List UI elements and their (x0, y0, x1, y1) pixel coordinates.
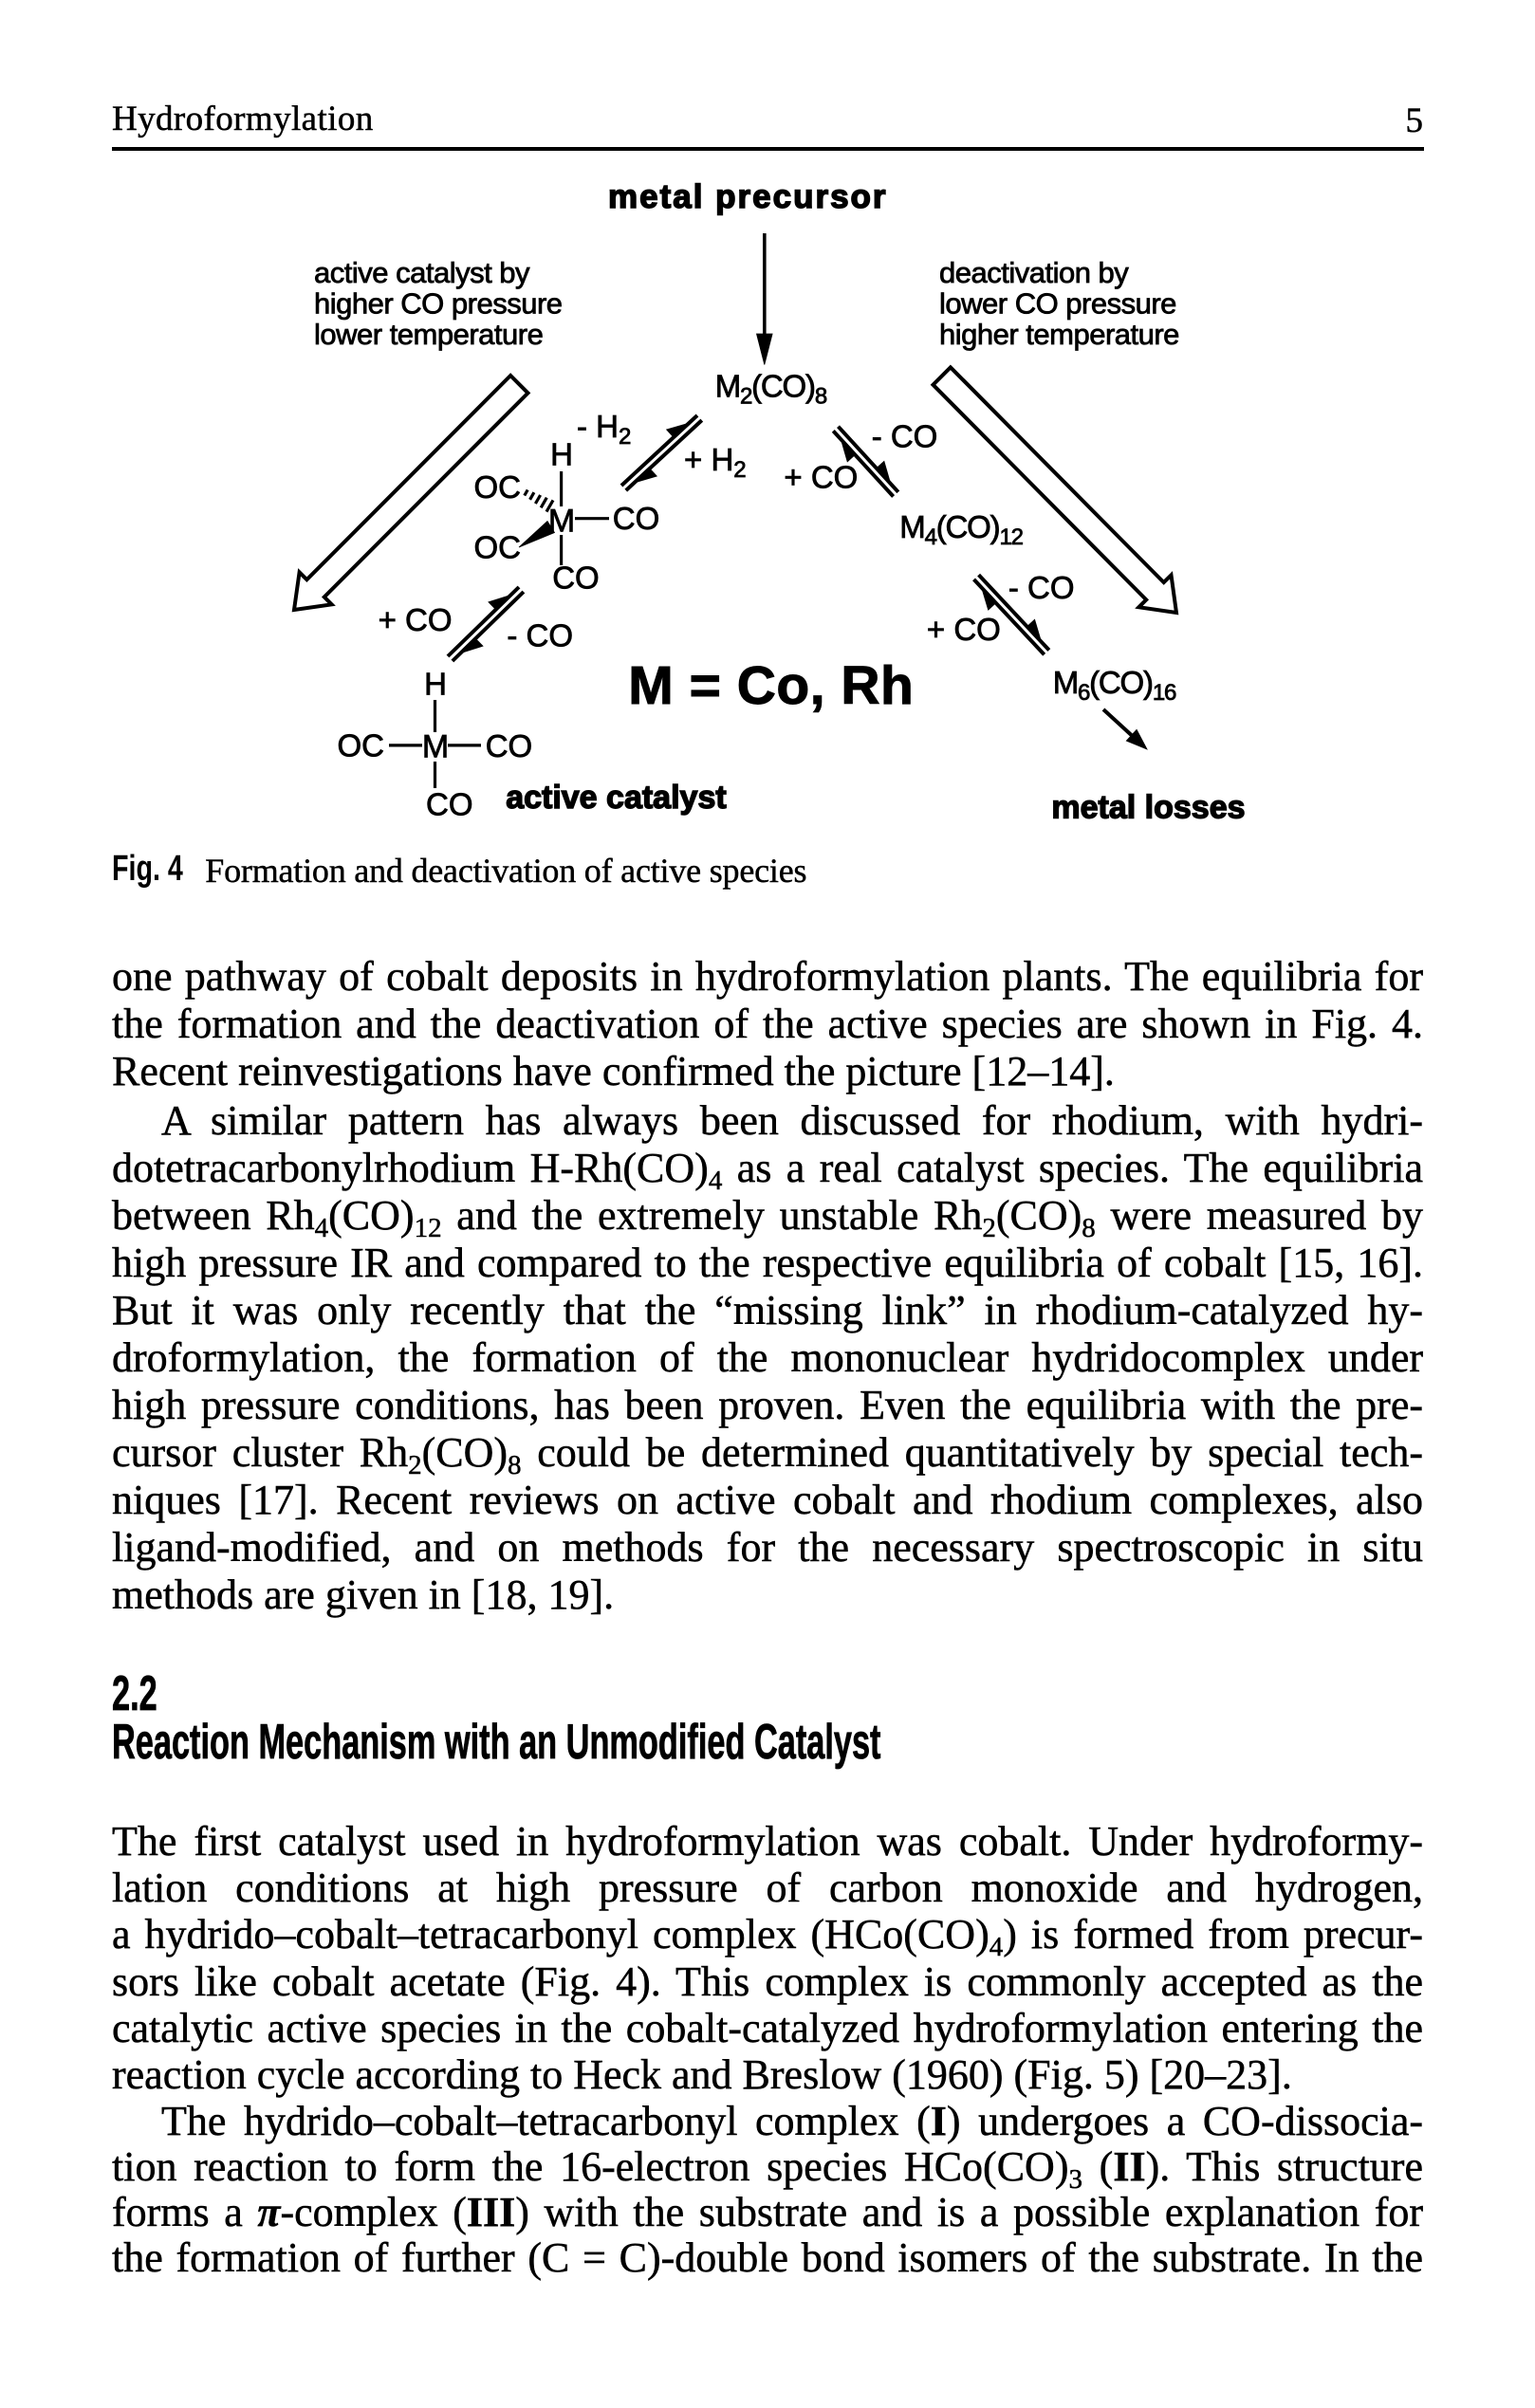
svg-text:- H2: - H2 (577, 409, 631, 450)
svg-text:M6(CO)16: M6(CO)16 (1053, 665, 1176, 706)
svg-text:lower temperature: lower temperature (314, 318, 543, 351)
svg-text:active catalyst: active catalyst (506, 780, 727, 816)
svg-text:+ CO: + CO (784, 460, 858, 495)
svg-text:metal losses: metal losses (1051, 790, 1245, 826)
svg-text:metal precursor: metal precursor (608, 178, 888, 215)
svg-text:- CO: - CO (1008, 570, 1075, 605)
svg-text:CO: CO (426, 786, 473, 821)
svg-text:M4(CO)12: M4(CO)12 (899, 509, 1023, 550)
svg-text:active catalyst by: active catalyst by (314, 256, 530, 289)
svg-text:OC: OC (474, 469, 522, 505)
svg-text:higher CO pressure: higher CO pressure (314, 287, 563, 321)
svg-text:OC: OC (474, 529, 522, 564)
svg-text:+ H2: + H2 (684, 442, 747, 483)
svg-text:H: H (424, 666, 447, 701)
svg-text:- CO: - CO (507, 618, 573, 653)
svg-text:M = Co, Rh: M = Co, Rh (628, 655, 914, 716)
svg-text:M: M (422, 728, 449, 764)
svg-text:deactivation by: deactivation by (939, 256, 1129, 289)
svg-text:lower CO pressure: lower CO pressure (939, 287, 1176, 321)
svg-text:CO: CO (552, 561, 600, 596)
svg-text:OC: OC (338, 728, 385, 763)
svg-text:+ CO: + CO (379, 602, 453, 637)
svg-text:higher temperature: higher temperature (939, 318, 1179, 351)
svg-text:M2(CO)8: M2(CO)8 (715, 368, 827, 409)
svg-text:M: M (548, 503, 575, 539)
svg-text:H: H (550, 437, 573, 472)
svg-text:CO: CO (613, 501, 660, 536)
svg-text:CO: CO (486, 728, 533, 763)
svg-text:+ CO: + CO (927, 612, 1001, 647)
svg-text:- CO: - CO (872, 418, 938, 453)
